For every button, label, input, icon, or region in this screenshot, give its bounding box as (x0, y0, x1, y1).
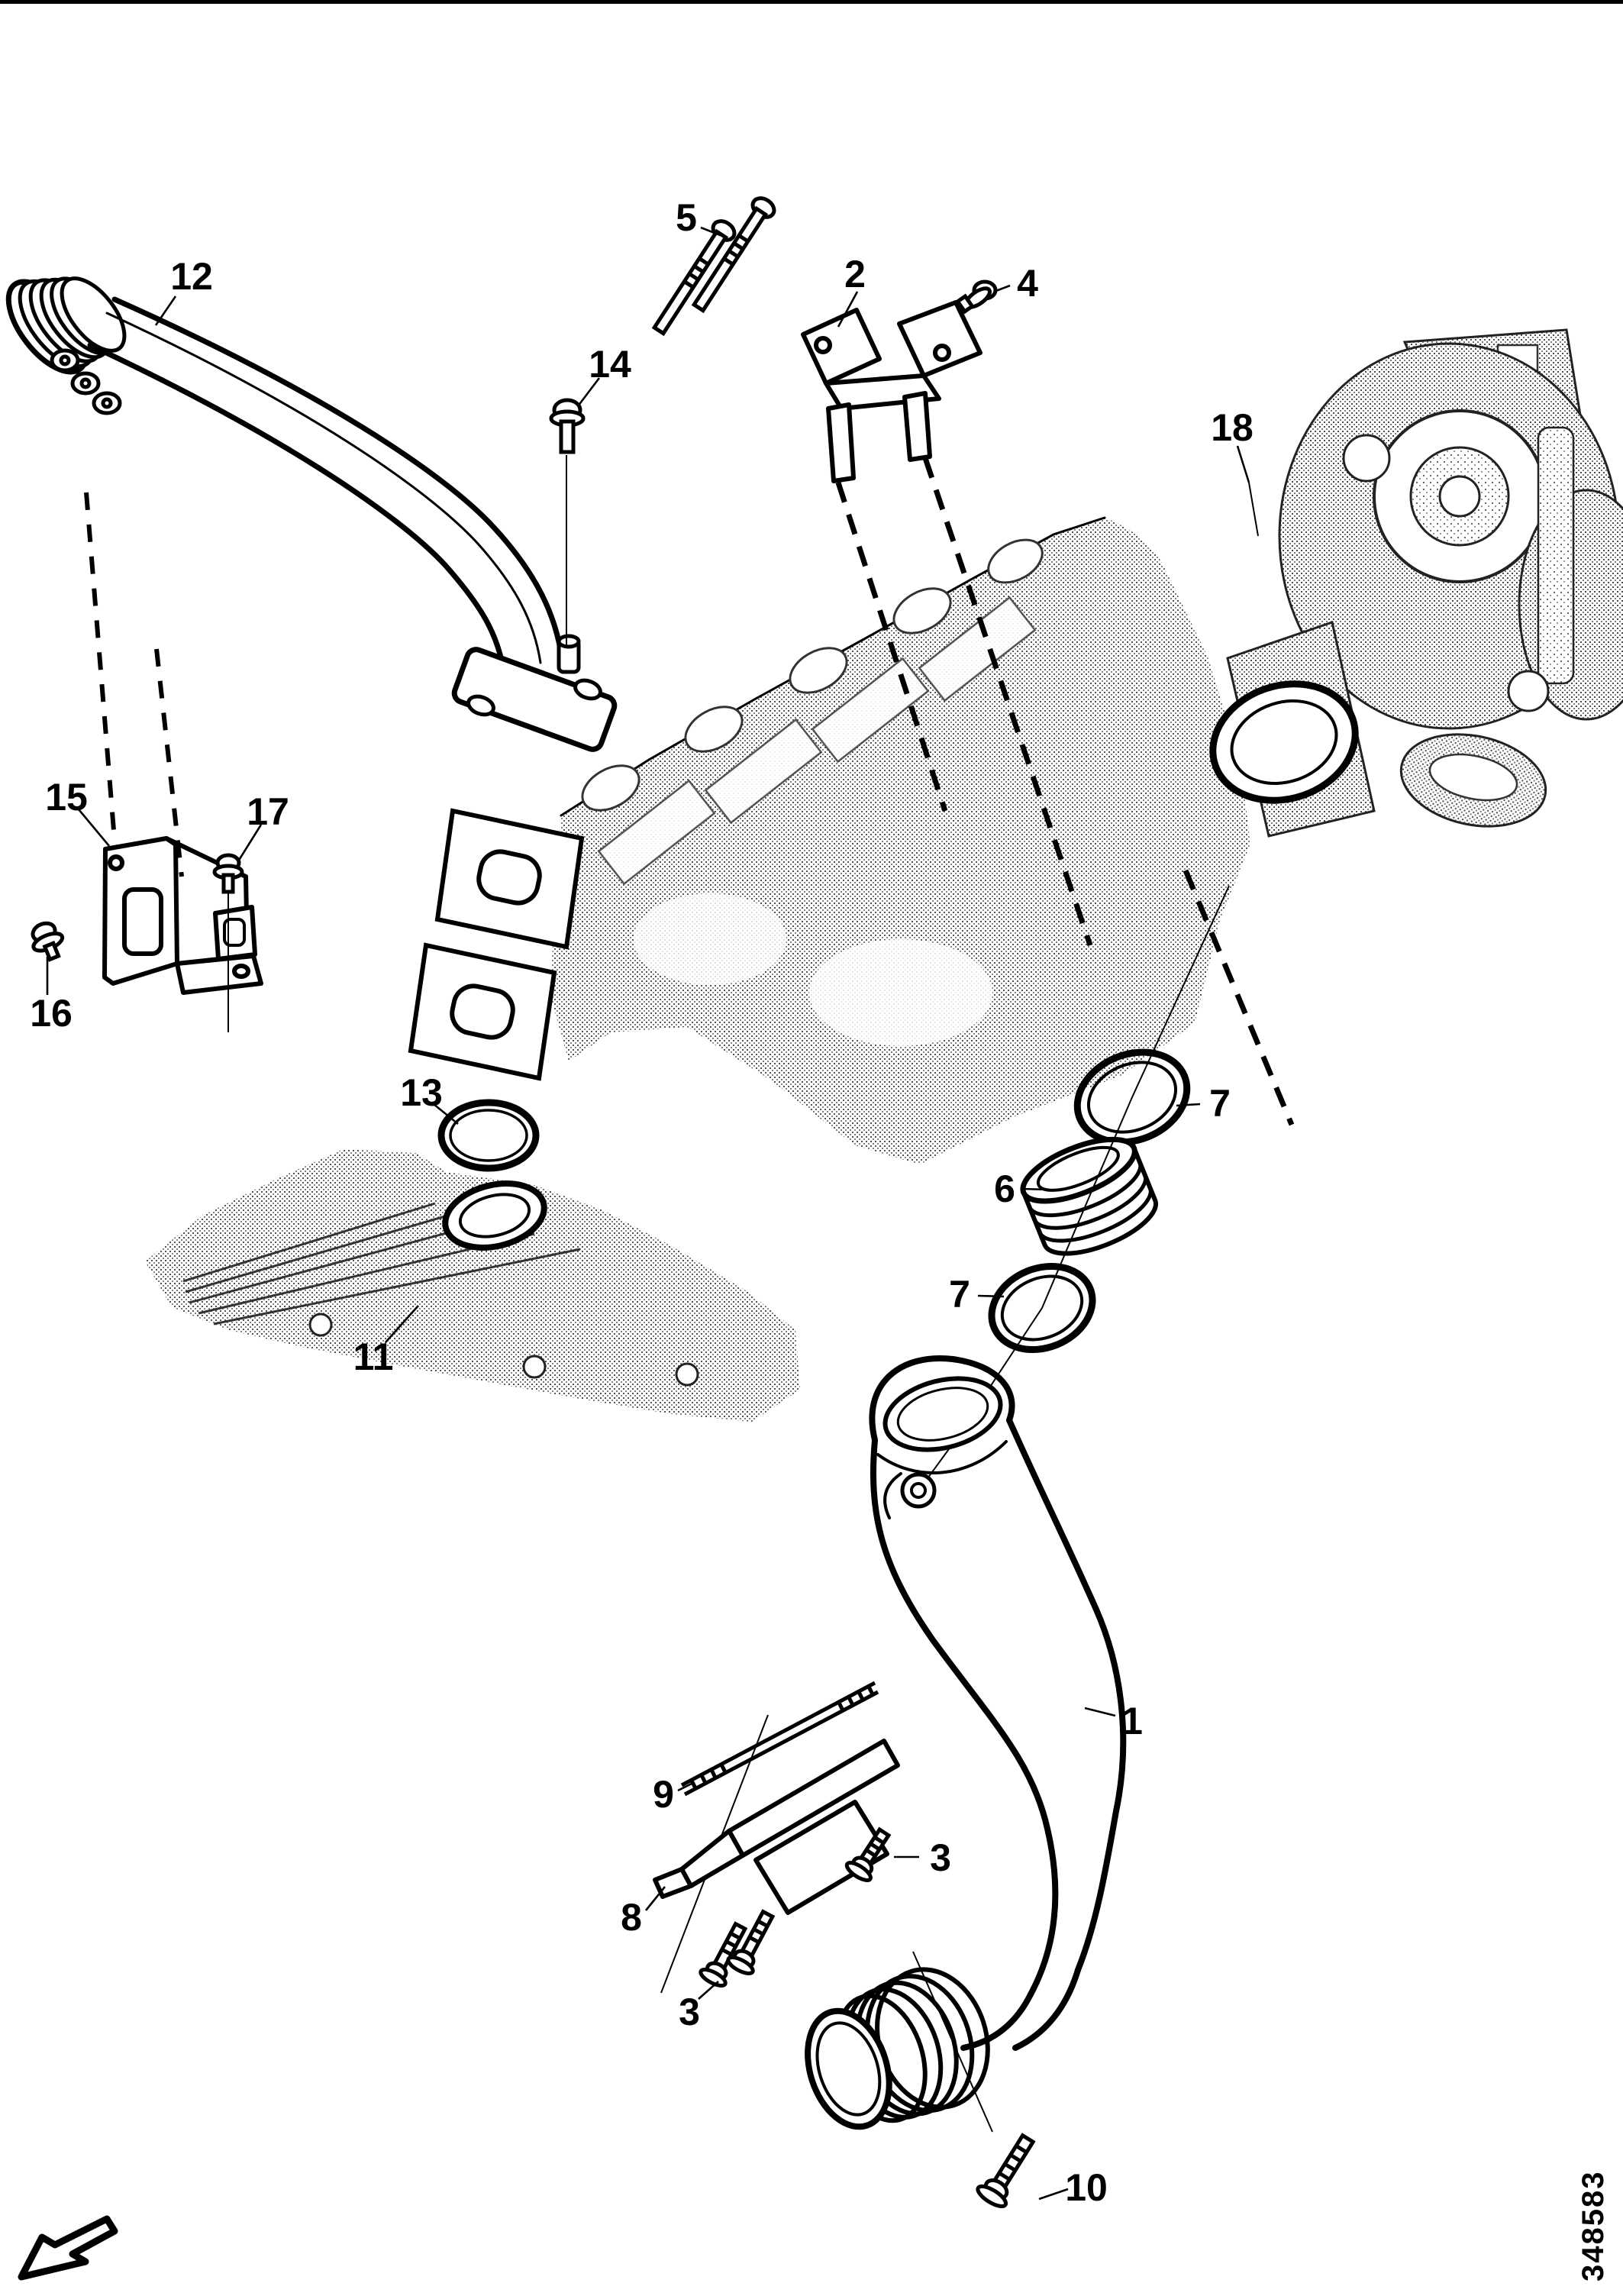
callout-8: 8 (621, 1896, 642, 1939)
callout-leader-13 (433, 1103, 459, 1125)
callout-leader-7 (1176, 1103, 1201, 1107)
support-bracket-group (653, 1681, 900, 1994)
callout-2: 2 (844, 253, 866, 295)
seal-ring-lower (988, 1262, 1096, 1354)
callout-10: 10 (1065, 2166, 1108, 2209)
alignment-dashed-lines (84, 457, 1295, 1126)
callout-3: 3 (679, 1991, 700, 2033)
assembly-axis-line (919, 885, 1230, 1490)
callout-leader-18 (1236, 445, 1250, 483)
screw-4 (955, 279, 998, 315)
seal-ring-upper (1073, 1048, 1191, 1146)
callout-leader-12 (154, 295, 177, 326)
callout-13: 13 (400, 1071, 443, 1114)
callout-1: 1 (1121, 1700, 1143, 1742)
direction-arrow-icon (18, 2215, 118, 2281)
callout-9: 9 (653, 1773, 674, 1816)
page-top-rule (0, 0, 1623, 4)
upper-pipe (5, 276, 618, 752)
callout-leader-6 (1021, 1187, 1050, 1191)
callout-leader-8 (644, 1886, 666, 1911)
callout-6: 6 (994, 1167, 1015, 1210)
coupling-sleeve (1020, 1136, 1159, 1256)
callout-3: 3 (930, 1836, 951, 1879)
callout-leader-2 (837, 291, 859, 328)
upper-bracket (651, 196, 998, 483)
callout-17: 17 (247, 790, 289, 833)
drawing-number: 348583 (1576, 2171, 1610, 2281)
callout-leader-17 (237, 824, 263, 862)
callout-5: 5 (676, 196, 697, 239)
o-ring-13 (437, 1099, 540, 1172)
callout-leader-5 (700, 226, 723, 237)
bolt-10 (912, 1951, 1036, 2208)
callout-leader-10 (1038, 2188, 1069, 2201)
callout-16: 16 (30, 992, 73, 1035)
callout-leader-1 (1084, 1707, 1116, 1717)
callout-14: 14 (589, 343, 631, 386)
callout-leader-11 (385, 1305, 419, 1343)
callout-18: 18 (1211, 406, 1254, 449)
bolt-14 (549, 398, 586, 645)
callout-leader-3 (698, 1981, 719, 2000)
callout-leader-14 (576, 377, 601, 407)
callout-leader-4 (993, 284, 1011, 293)
turbo-leader-extension (1248, 482, 1259, 537)
callout-11: 11 (353, 1335, 394, 1378)
callout-7: 7 (1209, 1082, 1231, 1125)
callout-4: 4 (1017, 262, 1038, 305)
charge-pipe (805, 1355, 1127, 2130)
callout-15: 15 (45, 776, 88, 819)
side-bracket (31, 836, 263, 1032)
intake-manifold-assembly (408, 516, 1250, 1164)
turbocharger (1209, 328, 1623, 838)
callout-leader-9 (677, 1782, 692, 1792)
lower-manifold (145, 1149, 800, 1422)
callout-12: 12 (170, 255, 213, 298)
callout-7: 7 (949, 1273, 970, 1316)
callout-leader-15 (78, 809, 110, 847)
callout-leader-7 (977, 1294, 1005, 1298)
